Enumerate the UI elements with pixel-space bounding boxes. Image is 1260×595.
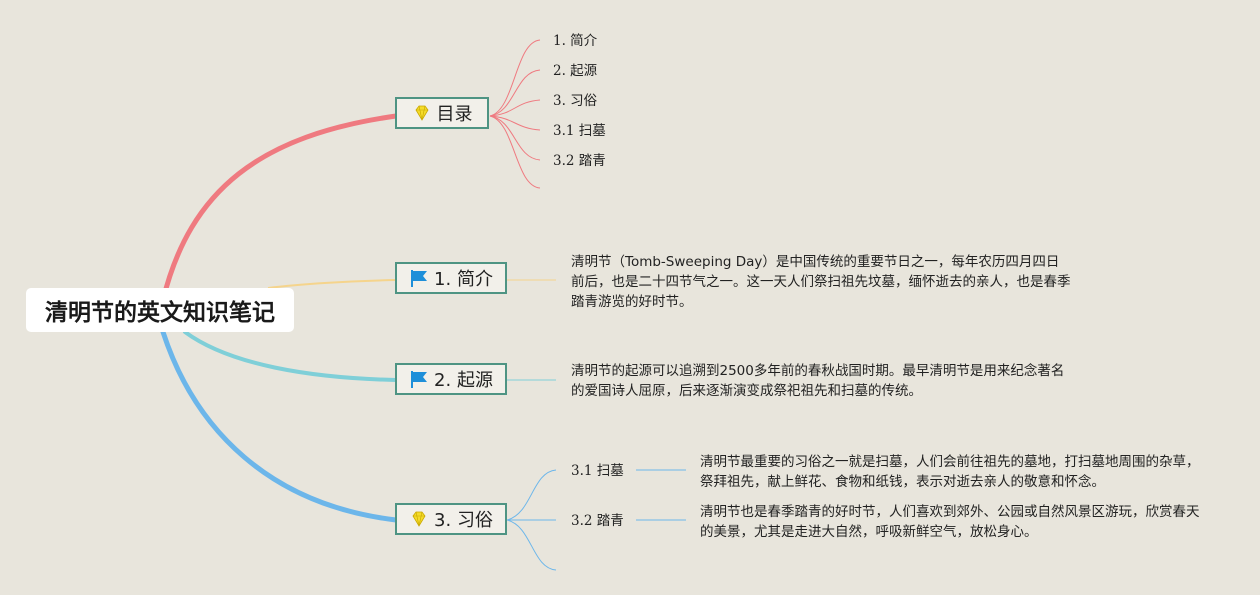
flag-icon [409,268,429,288]
branch-origin [183,330,398,382]
root-title: 清明节的英文知识笔记 [45,300,275,326]
topic-origin[interactable]: 2. 起源 [395,363,507,395]
flag-icon [409,369,429,389]
toc-link-5 [489,115,541,161]
customs-link-1 [506,469,557,521]
toc-link-4 [489,115,541,131]
toc-item-2[interactable]: 2. 起源 [553,63,598,79]
topic-toc[interactable]: 目录 [395,97,489,129]
custom-item-1[interactable]: 3.1 扫墓 [571,463,624,479]
customs-link-3 [506,519,557,571]
topic-customs-label: 3. 习俗 [434,510,493,531]
branch-toc [160,113,399,303]
topic-origin-label: 2. 起源 [434,370,493,391]
custom-2-note[interactable]: 清明节也是春季踏青的好时节，人们喜欢到郊外、公园或自然风景区游玩，欣赏春天的美景… [700,504,1200,540]
branch-intro [267,279,397,289]
toc-item-1[interactable]: 1. 简介 [553,33,598,49]
toc-link-1 [489,39,541,117]
toc-link-6 [489,115,541,189]
diamond-icon [409,509,429,529]
intro-note[interactable]: 清明节（Tomb-Sweeping Day）是中国传统的重要节日之一，每年农历四… [571,254,1071,310]
toc-item-3[interactable]: 3. 习俗 [553,93,598,109]
topic-customs[interactable]: 3. 习俗 [395,503,507,535]
toc-item-5[interactable]: 3.2 踏青 [553,153,606,169]
branch-customs [160,329,399,523]
topic-intro[interactable]: 1. 简介 [395,262,507,294]
diamond-icon [412,103,432,123]
origin-note[interactable]: 清明节的起源可以追溯到2500多年前的春秋战国时期。最早清明节是用来纪念著名的爱… [571,363,1065,399]
topic-toc-label: 目录 [436,104,473,125]
toc-link-3 [489,99,541,117]
topic-intro-label: 1. 简介 [434,269,493,290]
toc-link-2 [489,69,541,117]
root-topic[interactable]: 清明节的英文知识笔记 [26,288,294,332]
custom-item-2[interactable]: 3.2 踏青 [571,513,624,529]
custom-1-note[interactable]: 清明节最重要的习俗之一就是扫墓，人们会前往祖先的墓地，打扫墓地周围的杂草，祭拜祖… [700,454,1200,490]
toc-item-4[interactable]: 3.1 扫墓 [553,123,606,139]
